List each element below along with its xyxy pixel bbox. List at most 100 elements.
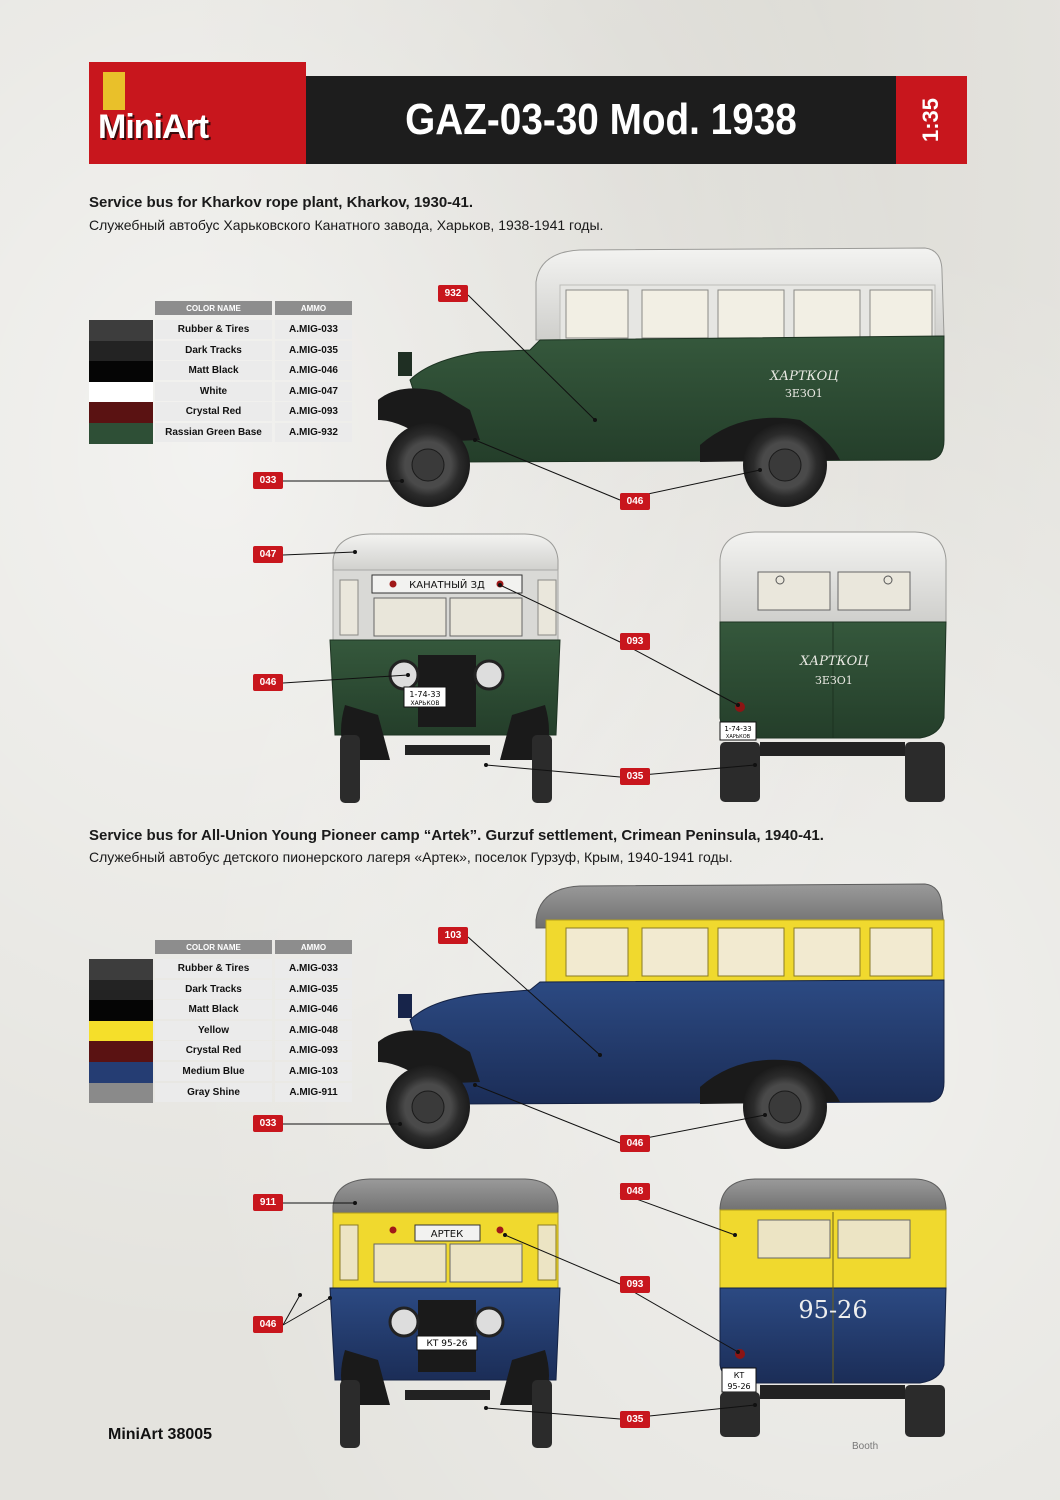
- color-swatch: [89, 402, 153, 423]
- title-band: [306, 76, 896, 164]
- bus2-rear-view: 95-26 КТ 95-26: [719, 1178, 947, 1437]
- bus1-side-number: ЗЕЗО1: [785, 387, 823, 400]
- bus1-rear-number: ЗЕЗО1: [815, 674, 853, 687]
- bus2-front-plate: КТ 95-26: [427, 1339, 468, 1349]
- callout-tag: 932: [438, 285, 468, 302]
- bus2-front-view: АРТЕК КТ 95-26: [329, 1178, 561, 1448]
- ammo-code: A.MIG-103: [275, 1061, 352, 1081]
- ammo-header: AMMO: [275, 940, 352, 954]
- color-swatch: [89, 422, 153, 444]
- color-name: Crystal Red: [155, 1041, 272, 1061]
- bus2-side-view: [378, 883, 945, 1149]
- callout-tag: 911: [253, 1194, 283, 1211]
- color-swatch: [89, 1041, 153, 1062]
- color-swatch: [89, 381, 153, 403]
- page-title: GAZ-03-30 Mod. 1938: [405, 95, 797, 144]
- ammo-code: A.MIG-033: [275, 320, 352, 339]
- callout-dots: [298, 418, 767, 1410]
- bus1-front-plate-city: ХАРЬКОВ: [410, 700, 439, 707]
- bus1-rear-plate-city: ХАРЬКОВ: [726, 734, 751, 740]
- product-number: MiniArt 38005: [108, 1426, 213, 1443]
- callout-tag: 048: [620, 1183, 650, 1200]
- color-name-header: COLOR NAME: [155, 940, 272, 954]
- bus1-front-plate: 1-74-33: [409, 690, 440, 699]
- color-swatch: [89, 959, 153, 980]
- section2-title-ru: Служебный автобус детского пионерского л…: [89, 849, 733, 865]
- ammo-header: AMMO: [275, 301, 352, 315]
- callout-tag: 047: [253, 546, 283, 563]
- color-name: Yellow: [155, 1020, 272, 1040]
- color-swatch: [89, 320, 153, 341]
- brand-logo: MiniArt: [98, 108, 209, 146]
- ammo-code: A.MIG-932: [275, 422, 352, 442]
- callout-tag: 035: [620, 1411, 650, 1428]
- credit-label: Booth: [852, 1441, 879, 1452]
- callout-tag: 093: [620, 633, 650, 650]
- color-name: Rassian Green Base: [155, 422, 272, 442]
- color-name: Medium Blue: [155, 1061, 272, 1081]
- ammo-code: A.MIG-035: [275, 979, 352, 999]
- section2-title-en: Service bus for All-Union Young Pioneer …: [89, 827, 824, 844]
- ammo-code: A.MIG-046: [275, 1000, 352, 1020]
- callout-tag: 046: [253, 1316, 283, 1333]
- color-name: Matt Black: [155, 361, 272, 381]
- color-name: Rubber & Tires: [155, 959, 272, 978]
- callout-tag: 033: [253, 1115, 283, 1132]
- callout-tag: 033: [253, 472, 283, 489]
- color-swatch: [89, 340, 153, 362]
- brand-logo-box: [89, 62, 306, 164]
- bus2-rear-plate-b: 95-26: [727, 1382, 750, 1391]
- bus1-rear-view: ХАРТКОЦ ЗЕЗО1 1-74-33 ХАРЬКОВ: [719, 531, 947, 802]
- color-swatch: [89, 1000, 153, 1021]
- color-swatch: [89, 1061, 153, 1083]
- bus1-route-sign: КАНАТНЫЙ ЗД: [409, 578, 485, 591]
- callout-tag: 103: [438, 927, 468, 944]
- ammo-code: A.MIG-911: [275, 1082, 352, 1102]
- bus1-rear-script: ХАРТКОЦ: [799, 654, 869, 669]
- color-name: Dark Tracks: [155, 979, 272, 999]
- color-swatch: [89, 1020, 153, 1042]
- color-name: Matt Black: [155, 1000, 272, 1020]
- callout-tag: 046: [620, 1135, 650, 1152]
- brand-logo-accent: [103, 72, 125, 110]
- color-name: Rubber & Tires: [155, 320, 272, 339]
- ammo-code: A.MIG-047: [275, 381, 352, 401]
- bus1-rear-plate: 1-74-33: [724, 725, 751, 733]
- bus1-front-view: КАНАТНЫЙ ЗД 1-74-33 ХАРЬКОВ: [329, 533, 561, 803]
- color-name: White: [155, 381, 272, 401]
- callout-tag: 046: [620, 493, 650, 510]
- ammo-code: A.MIG-035: [275, 340, 352, 360]
- color-name: Gray Shine: [155, 1082, 272, 1102]
- color-name: Dark Tracks: [155, 340, 272, 360]
- color-swatch: [89, 1082, 153, 1104]
- section1-title-en: Service bus for Kharkov rope plant, Khar…: [89, 194, 474, 211]
- ammo-code: A.MIG-046: [275, 361, 352, 381]
- color-swatch: [89, 979, 153, 1001]
- ammo-code: A.MIG-033: [275, 959, 352, 978]
- bus1-side-script: ХАРТКОЦ: [769, 369, 839, 384]
- bus2-rear-big-number: 95-26: [798, 1296, 867, 1324]
- bus2-route-sign: АРТЕК: [431, 1229, 463, 1240]
- color-swatch: [89, 361, 153, 382]
- color-name: Crystal Red: [155, 402, 272, 422]
- bus1-side-view: ХАРТКОЦ ЗЕЗО1: [378, 247, 945, 507]
- callout-tag: 035: [620, 768, 650, 785]
- color-name-header: COLOR NAME: [155, 301, 272, 315]
- callout-tag: 046: [253, 674, 283, 691]
- scale-box: [896, 76, 967, 164]
- section1-title-ru: Служебный автобус Харьковского Канатного…: [89, 217, 604, 233]
